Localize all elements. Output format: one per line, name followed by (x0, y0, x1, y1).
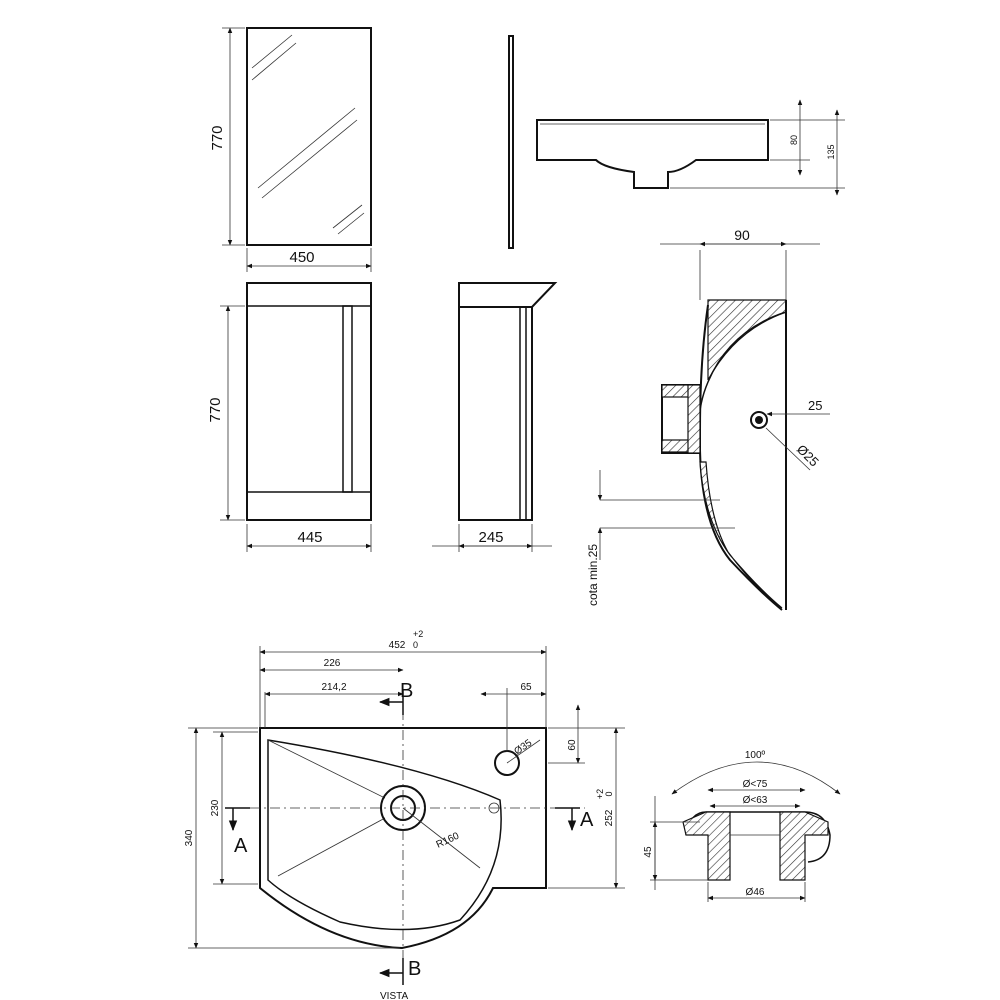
section-width-label: 90 (734, 227, 750, 243)
waste-d46-label: Ø46 (746, 887, 765, 898)
tap-offset-65-label: 65 (520, 682, 532, 693)
cabinet-front-view: 770 445 (207, 282, 372, 552)
mirror-side-view (508, 35, 514, 249)
cabinet-height-label: 770 (207, 397, 224, 422)
centre-offset-214-label: 214,2 (321, 682, 346, 693)
tap-offset-60-label: 60 (567, 739, 578, 751)
section-view: 90 25 Ø25 cota min.25 (586, 227, 830, 611)
radius-label: R160 (435, 830, 462, 850)
mirror-width-label: 450 (289, 249, 314, 266)
tap-diameter-label: Ø25 (794, 442, 822, 470)
overall-tolerance-plus: +2 (413, 629, 423, 639)
mirror-glare-lines (251, 34, 365, 235)
overall-depth-340-label: 340 (184, 829, 195, 846)
section-mark-b-top: B (400, 680, 413, 702)
section-mark-a-left: A (234, 835, 248, 857)
waste-angle-label: 100º (745, 750, 766, 761)
overall-tolerance-zero: 0 (413, 640, 418, 650)
tap-hole-diameter-label: Ø35 (512, 737, 534, 757)
view-caption: VISTA (380, 991, 408, 1000)
centre-offset-226-label: 226 (324, 658, 341, 669)
waste-height-label: 45 (643, 846, 654, 858)
basin-side-view: 80 135 (536, 99, 845, 196)
inner-depth-230-label: 230 (210, 799, 221, 816)
side-depth-252-label: 252 (604, 809, 615, 826)
basin-depth-80-label: 80 (789, 135, 799, 145)
waste-detail: 100º Ø<75 Ø<63 45 Ø46 (643, 750, 841, 902)
mirror-height-label: 770 (209, 125, 226, 150)
overall-width-label: 452 (389, 640, 406, 651)
waste-d75-label: Ø<75 (743, 779, 768, 790)
tap-hole-label: 25 (808, 398, 822, 413)
side-depth-tolerance-zero: 0 (604, 791, 614, 796)
section-mark-a-right: A (580, 809, 594, 831)
clearance-note: cota min.25 (586, 544, 600, 606)
mirror-front-view: 770 450 (209, 27, 372, 272)
cabinet-width-label: 445 (297, 529, 322, 546)
side-depth-tolerance-plus: +2 (595, 789, 605, 799)
section-mark-b-bottom: B (408, 958, 421, 980)
basin-plan-view: R160 452 +2 0 226 214,2 65 60 Ø35 230 (184, 629, 625, 1000)
cabinet-side-view: 245 (432, 282, 558, 552)
cabinet-depth-label: 245 (478, 529, 503, 546)
waste-d63-label: Ø<63 (743, 795, 768, 806)
basin-depth-135-label: 135 (826, 144, 836, 159)
